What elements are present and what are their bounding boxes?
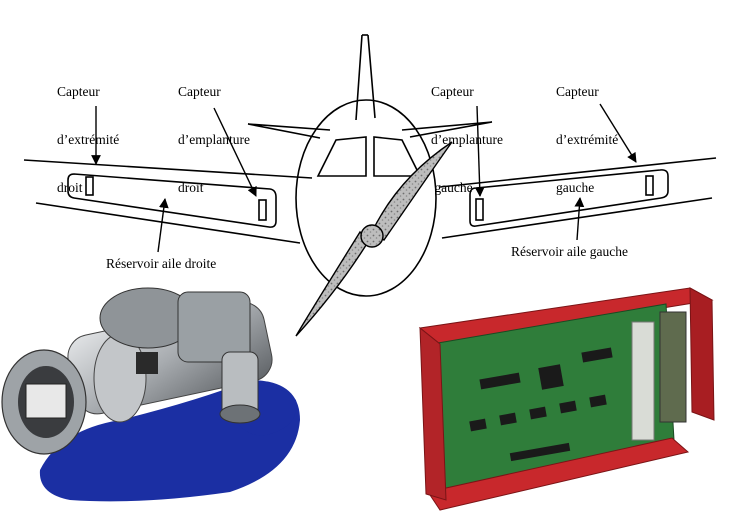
rack-bottom-frame — [427, 437, 690, 511]
arrow-right-tank — [157, 198, 169, 253]
label-right-tip-sensor: Capteur d’extrémité droit — [57, 52, 119, 212]
pump-housing — [177, 291, 251, 363]
rack-connector-strip — [631, 321, 655, 441]
pump-connector — [25, 383, 67, 419]
label-left-wing-tank: Réservoir aile gauche — [511, 244, 628, 259]
right-tip-probe — [85, 176, 94, 196]
label-left-root-line2: d’emplanture — [431, 132, 503, 147]
pump-label — [136, 352, 158, 374]
left-wing-tank — [469, 169, 669, 227]
left-wing-trailing-edge — [441, 197, 713, 239]
left-wing-leading-edge — [439, 157, 717, 188]
label-right-tip-line1: Capteur — [57, 84, 100, 99]
label-left-root-line3: gauche — [431, 180, 473, 195]
label-right-root-sensor: Capteur d’emplanture droit — [178, 52, 250, 212]
vertical-tail — [355, 34, 376, 121]
label-left-root-line1: Capteur — [431, 84, 474, 99]
label-left-tip-line2: d’extrémité — [556, 132, 619, 147]
arrow-left-tank — [574, 197, 585, 241]
propeller — [295, 141, 453, 337]
arrow-right-root — [213, 107, 257, 197]
arrow-left-tip — [599, 103, 637, 163]
label-right-tip-line2: d’extrémité — [57, 132, 120, 147]
label-left-tip-sensor: Capteur d’extrémité gauche — [556, 52, 618, 212]
propeller-blade-upper — [371, 141, 453, 241]
propeller-hub — [360, 224, 384, 248]
label-right-tip-line3: droit — [57, 180, 83, 195]
cockpit-window-right — [373, 136, 422, 177]
fuel-pump-assembly — [1, 287, 300, 502]
fuselage — [295, 99, 437, 297]
label-left-tip-line3: gauche — [556, 180, 595, 195]
cockpit-window-left — [316, 136, 367, 177]
left-root-probe — [475, 198, 484, 221]
label-right-wing-tank: Réservoir aile droite — [106, 256, 217, 271]
rack-rear-board — [659, 311, 687, 423]
rack-front-rail — [419, 326, 447, 501]
right-wing-leading-edge — [23, 159, 313, 179]
propeller-blade-lower — [295, 230, 369, 337]
left-tip-probe — [645, 175, 654, 196]
pcb-components — [469, 347, 613, 462]
arrow-left-root — [474, 105, 485, 197]
leader-arrows — [91, 103, 637, 253]
label-left-tip-line1: Capteur — [556, 84, 599, 99]
pump-outlet-mouth — [219, 404, 261, 424]
rack-side-frame — [689, 287, 715, 421]
label-left-root-sensor: Capteur d’emplanture gauche — [431, 52, 503, 212]
right-root-probe — [258, 199, 267, 221]
label-right-root-line2: d’emplanture — [178, 132, 250, 147]
label-right-root-line3: droit — [178, 180, 204, 195]
right-wing-trailing-edge — [35, 202, 301, 244]
horizontal-stabilizer — [247, 121, 493, 139]
right-wing-tank — [67, 173, 277, 228]
electronics-unit — [418, 287, 715, 511]
aircraft-drawing — [23, 34, 717, 297]
label-right-root-line1: Capteur — [178, 84, 221, 99]
